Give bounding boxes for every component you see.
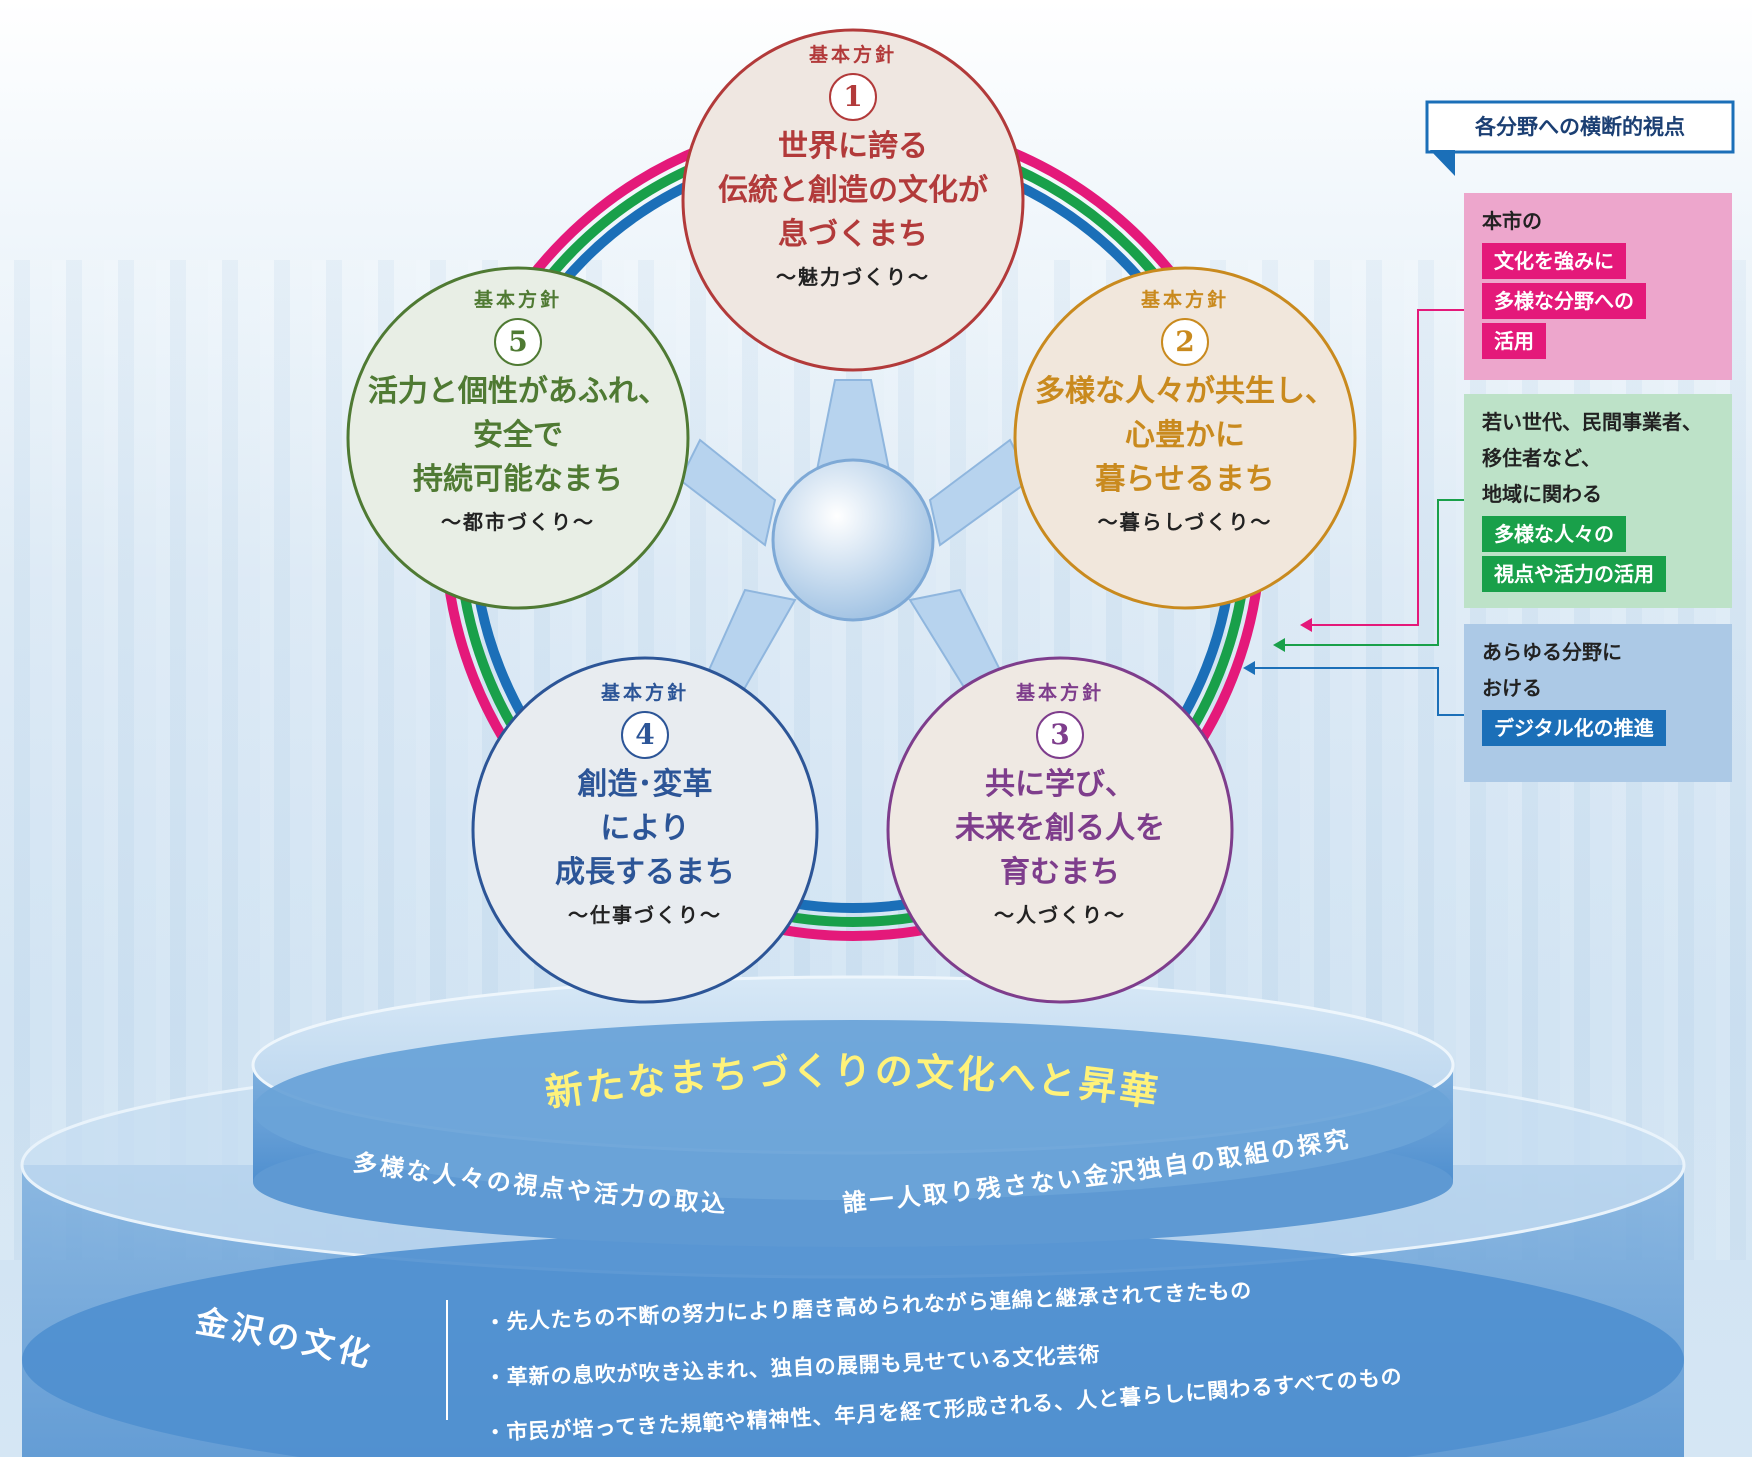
sidebar-highlight: 文化を強みに bbox=[1482, 243, 1626, 279]
pillar-circle-1 bbox=[681, 28, 1025, 372]
pillar-subtitle: ～魅力づくり～ bbox=[776, 265, 930, 289]
pillar-circle-4 bbox=[471, 656, 819, 1004]
pillar-title-line: 活力と個性があふれ、 bbox=[367, 374, 669, 409]
pillar-4: 基本方針 4 創造･変革 により 成長するまち ～仕事づくり～ bbox=[485, 678, 805, 928]
sidebar-highlight: 多様な人々の bbox=[1482, 516, 1626, 552]
sidebar-header: 各分野への横断的視点 bbox=[1475, 115, 1685, 139]
pillar-title-line: 創造･変革 bbox=[577, 767, 713, 802]
pillar-title-line: 息づくまち bbox=[778, 217, 928, 252]
pillar-title-line: 伝統と創造の文化が bbox=[718, 173, 988, 208]
upper-disc bbox=[251, 975, 1455, 1247]
pillar-title-line: 成長するまち bbox=[555, 855, 735, 890]
pillar-number-badge: 5 bbox=[494, 318, 542, 366]
sidebar-highlight: 視点や活力の活用 bbox=[1482, 556, 1666, 592]
sidebar-highlight: 活用 bbox=[1482, 323, 1546, 359]
pillar-5: 基本方針 5 活力と個性があふれ、 安全で 持続可能なまち ～都市づくり～ bbox=[358, 285, 678, 535]
pillar-title-line: 心豊かに bbox=[1125, 418, 1245, 453]
pillar-1: 基本方針 1 世界に誇る 伝統と創造の文化が 息づくまち ～魅力づくり～ bbox=[693, 40, 1013, 290]
sidebar-highlight: 多様な分野への bbox=[1482, 283, 1646, 319]
pillar-label: 基本方針 bbox=[1015, 682, 1104, 704]
sidebar-connectors bbox=[1243, 309, 1464, 716]
hub-circle bbox=[771, 458, 935, 622]
pillar-title-line: 世界に誇る bbox=[778, 129, 928, 164]
sidebar-box-text: あらゆる分野に bbox=[1482, 640, 1622, 664]
pillar-number-badge: 1 bbox=[829, 73, 877, 121]
sidebar-box-digital: あらゆる分野に おける デジタル化の推進 bbox=[1464, 624, 1732, 782]
sidebar-highlight: デジタル化の推進 bbox=[1482, 710, 1666, 746]
pillar-number-badge: 2 bbox=[1161, 318, 1209, 366]
pillar-number-badge: 3 bbox=[1036, 711, 1084, 759]
pillar-subtitle: ～暮らしづくり～ bbox=[1097, 510, 1273, 534]
sidebar-box-text: おける bbox=[1482, 676, 1542, 700]
sidebar-header-box bbox=[1425, 100, 1735, 176]
pillar-title-line: 安全で bbox=[473, 418, 563, 453]
pillar-title-line: 暮らせるまち bbox=[1095, 462, 1275, 497]
pillar-subtitle: ～人づくり～ bbox=[994, 903, 1126, 927]
pillar-label: 基本方針 bbox=[600, 682, 689, 704]
pillar-subtitle: ～仕事づくり～ bbox=[568, 903, 722, 927]
sidebar-box-text: 地域に関わる bbox=[1482, 482, 1602, 506]
sidebar-box-text: 本市の bbox=[1482, 209, 1542, 233]
sidebar-box-text: 若い世代、民間事業者、 bbox=[1482, 410, 1702, 434]
pillar-2: 基本方針 2 多様な人々が共生し、 心豊かに 暮らせるまち ～暮らしづくり～ bbox=[1025, 285, 1345, 535]
pillar-number-badge: 4 bbox=[621, 711, 669, 759]
sidebar-box-text: 移住者など、 bbox=[1482, 446, 1601, 470]
pillar-circle-2 bbox=[1013, 266, 1357, 610]
pillar-label: 基本方針 bbox=[473, 289, 562, 311]
pillar-3: 基本方針 3 共に学び、 未来を創る人を 育むまち ～人づくり～ bbox=[900, 678, 1220, 928]
pillar-title-line: 共に学び、 bbox=[985, 767, 1135, 802]
sidebar-box-diverse-people: 若い世代、民間事業者、 移住者など、 地域に関わる 多様な人々の 視点や活力の活… bbox=[1464, 394, 1732, 608]
sidebar-box-culture: 本市の 文化を強みに 多様な分野への 活用 bbox=[1464, 193, 1732, 380]
pillar-label: 基本方針 bbox=[1140, 289, 1229, 311]
pillar-title-line: 育むまち bbox=[1000, 855, 1120, 890]
pillar-subtitle: ～都市づくり～ bbox=[441, 510, 595, 534]
pillar-title-line: 持続可能なまち bbox=[413, 462, 623, 497]
pillar-circle-3 bbox=[886, 656, 1234, 1004]
pillar-label: 基本方針 bbox=[808, 44, 897, 66]
pillar-title-line: により bbox=[600, 811, 690, 846]
pillar-title-line: 多様な人々が共生し、 bbox=[1035, 374, 1335, 409]
pillar-circle-5 bbox=[346, 266, 690, 610]
pillar-title-line: 未来を創る人を bbox=[955, 811, 1165, 846]
